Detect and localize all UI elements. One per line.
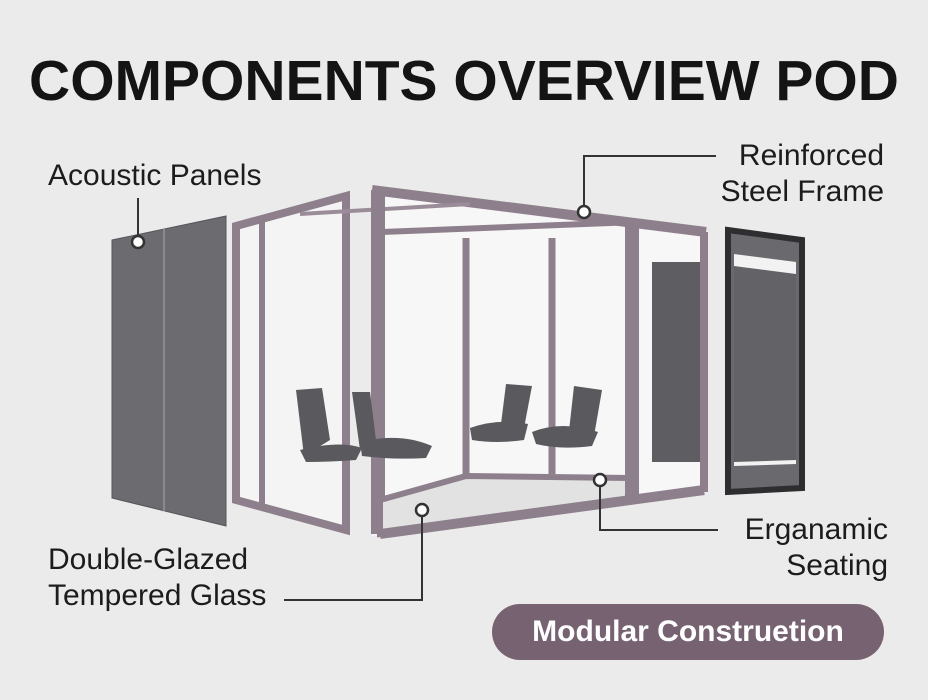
glass-label-line2: Tempered Glass: [48, 579, 267, 612]
chair: [352, 392, 432, 459]
chair: [470, 384, 532, 442]
acoustic-panels-label: Acoustic Panels: [48, 159, 262, 192]
page-title: COMPONENTS OVERVIEW POD: [29, 49, 899, 113]
right-acoustic-panel: [725, 226, 805, 496]
seating-label-line2: Seating: [786, 549, 888, 582]
steel-frame-label-line1: Reinforced: [738, 139, 884, 172]
seating-label: Erganamic Seating: [690, 512, 888, 584]
left-acoustic-panel: [111, 215, 227, 527]
steel-frame-label: Reinforced Steel Frame: [640, 138, 884, 210]
chair: [296, 388, 362, 462]
pod-frame: [299, 185, 708, 539]
steel-frame-label-line2: Steel Frame: [720, 175, 884, 208]
glass-label: Double-Glazed Tempered Glass: [48, 542, 266, 614]
leader-dots: [130, 204, 608, 518]
modular-construction-badge: Modular Construetion: [492, 604, 884, 660]
leader-lines: [137, 155, 718, 601]
left-glass-door: [232, 190, 350, 536]
chair: [532, 386, 602, 448]
glass-label-line1: Double-Glazed: [48, 543, 249, 576]
seating-label-line1: Erganamic: [744, 513, 888, 546]
